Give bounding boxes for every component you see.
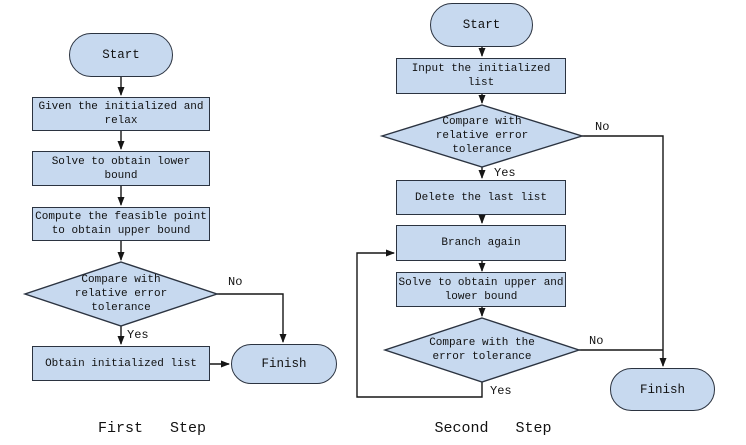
process-text-line: Input the initialized (411, 63, 551, 75)
second-finish-terminator: Finish (610, 368, 715, 411)
first-start-label: Start (102, 48, 140, 62)
decision1-diamond-shape (22, 261, 220, 327)
first-finish-terminator: Finish (231, 344, 337, 384)
decision-text-line: tolerance (91, 302, 151, 314)
second-process-solve-bounds: Solve to obtain upper and lower bound (396, 272, 566, 307)
process-text-line: Given the initialized and (38, 101, 204, 113)
process-text-line: Compute the feasible point (35, 211, 207, 223)
arrow-decision2-yes-loop (356, 249, 483, 398)
decision-text-line: error tolerance (432, 351, 532, 363)
decision-text-line: Compare with (81, 274, 161, 286)
process-text-line: Obtain initialized list (45, 357, 197, 370)
second-start-label: Start (462, 18, 501, 32)
decision-text-line: Compare with the (429, 337, 535, 349)
first-process-given-initialized: Given the initialized and relax (32, 97, 210, 131)
second-decision-compare-error: Compare with the error tolerance (412, 336, 552, 364)
second-process-input-list: Input the initialized list (396, 58, 566, 94)
decision-text-line: Compare with (442, 116, 522, 128)
first-step-caption: First Step (97, 420, 207, 437)
second-start-terminator: Start (430, 3, 533, 47)
second-edge-label-yes2: Yes (490, 384, 512, 398)
first-edge-label-no: No (228, 275, 243, 289)
process-text-line: list (467, 77, 495, 89)
decision2b-diamond-shape (382, 317, 582, 383)
second-process-branch-again: Branch again (396, 225, 566, 261)
decision-text-line: tolerance (452, 144, 512, 156)
process-text-line: bound (104, 169, 138, 182)
second-edge-label-yes1: Yes (494, 166, 516, 180)
arrow-decision1-no-to-finish (217, 293, 287, 343)
decision-text-line: relative error (74, 288, 168, 300)
arrow-decision1-no-to-finish2 (582, 135, 667, 367)
first-start-terminator: Start (69, 33, 173, 77)
second-edge-label-no2: No (589, 334, 604, 348)
process-text-line: to obtain upper bound (51, 225, 191, 237)
decision2a-diamond-shape (379, 104, 585, 168)
first-edge-label-yes: Yes (127, 328, 149, 342)
first-process-compute-feasible: Compute the feasible point to obtain upp… (32, 207, 210, 241)
first-decision-compare-tolerance: Compare with relative error tolerance (51, 272, 191, 316)
second-finish-label: Finish (639, 382, 685, 397)
process-text-line: Branch again (441, 237, 521, 249)
process-text-line: Solve to obtain lower (51, 155, 191, 168)
second-process-delete-last-list: Delete the last list (396, 180, 566, 215)
second-decision-compare-relative: Compare with relative error tolerance (412, 115, 552, 157)
first-process-solve-lower-bound: Solve to obtain lower bound (32, 151, 210, 186)
process-text-line: relax (104, 115, 138, 127)
first-process-obtain-list: Obtain initialized list (32, 346, 210, 381)
second-step-caption: Second Step (434, 420, 552, 437)
process-text-line: Delete the last list (414, 191, 548, 204)
decision-text-line: relative error (435, 130, 529, 142)
first-finish-label: Finish (261, 357, 307, 371)
process-text-line: Solve to obtain upper and (398, 276, 564, 289)
process-text-line: lower bound (444, 290, 518, 303)
second-edge-label-no1: No (595, 120, 610, 134)
